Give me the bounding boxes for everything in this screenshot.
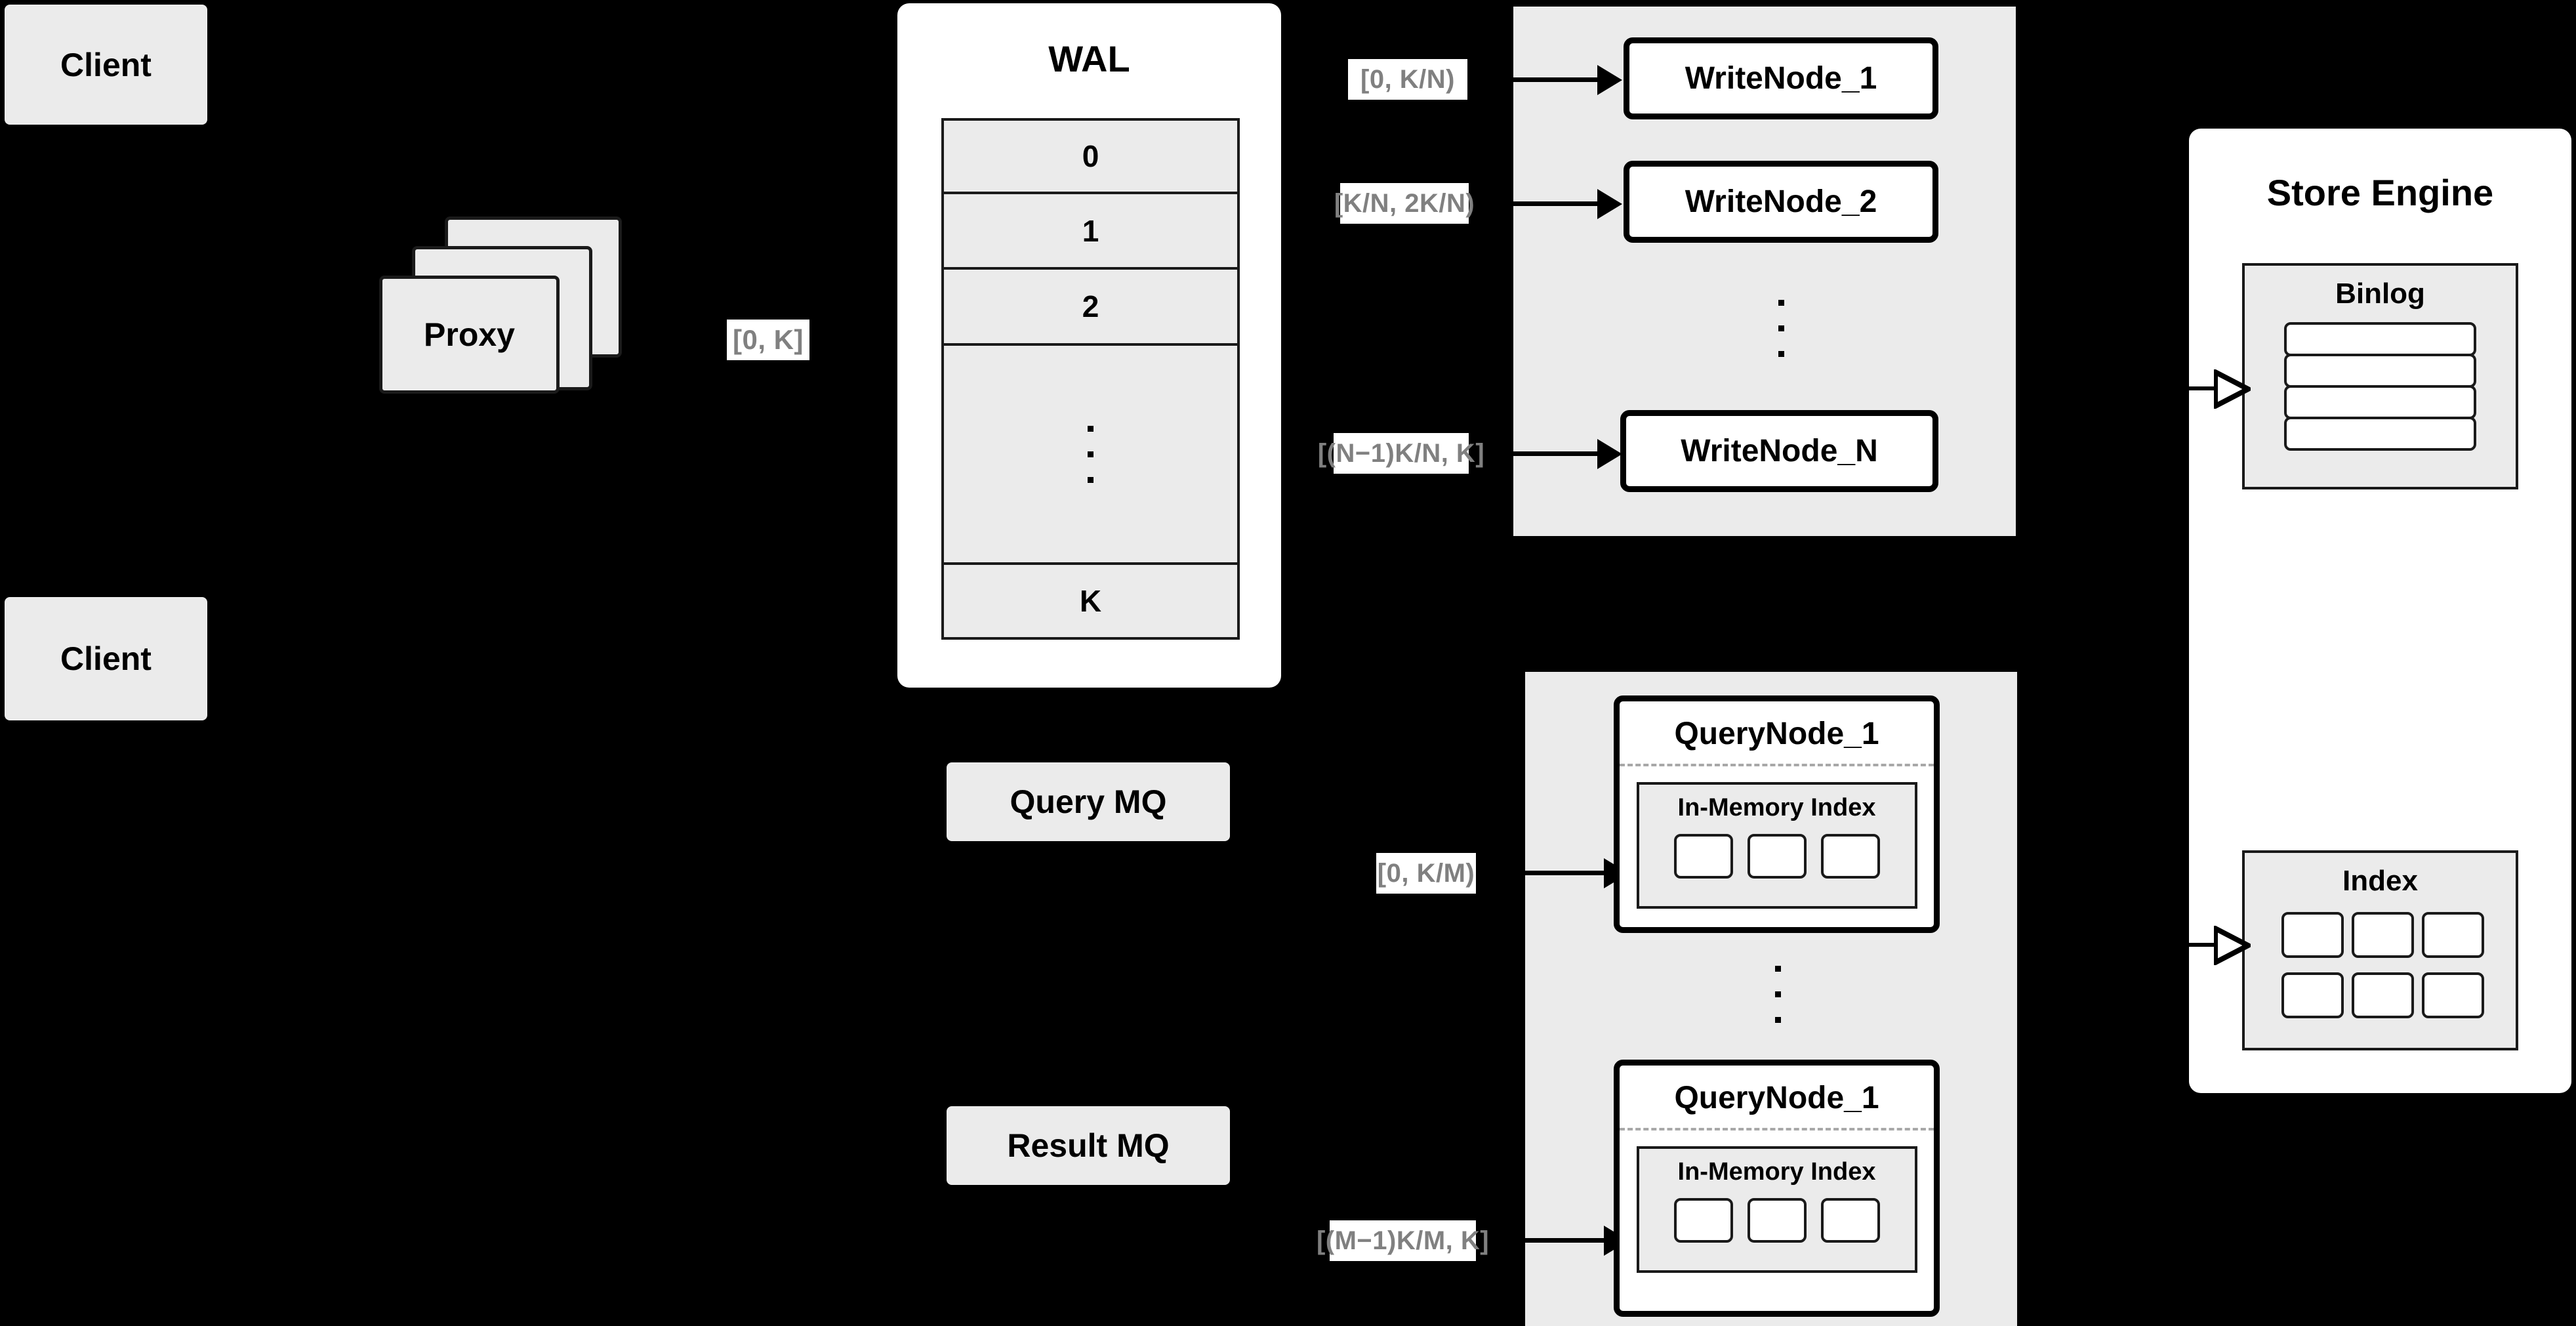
range-label-write-node-2: [K/N, 2K/N) bbox=[1334, 183, 1475, 224]
write-node-n-label: WriteNode_N bbox=[1681, 434, 1878, 468]
client-label-2: Client bbox=[60, 640, 152, 677]
query-mq-box[interactable]: Query MQ bbox=[947, 762, 1230, 841]
wal-table: 0 1 2 K bbox=[941, 118, 1240, 640]
arrow-line-to-query-node-m bbox=[1502, 1238, 1604, 1243]
query-node-m-in-memory-index: In-Memory Index bbox=[1636, 1146, 1917, 1273]
index-section: Index bbox=[2242, 850, 2518, 1050]
index-slot[interactable] bbox=[1747, 1198, 1807, 1243]
wal-title: WAL bbox=[1048, 38, 1130, 79]
binlog-slot[interactable] bbox=[2284, 354, 2476, 388]
range-label-write-node-n-text: [(N−1)K/N, K] bbox=[1317, 438, 1485, 468]
vertical-ellipsis-icon bbox=[1774, 965, 1781, 972]
query-cluster-ellipsis bbox=[1765, 942, 1791, 1046]
write-node-1[interactable]: WriteNode_1 bbox=[1624, 37, 1938, 119]
query-node-m-divider bbox=[1620, 1128, 1934, 1130]
wal-row-0-label: 0 bbox=[1082, 138, 1099, 173]
wal-row-ellipsis bbox=[944, 346, 1237, 566]
arrow-line-to-write-node-2 bbox=[1496, 201, 1597, 206]
wal-row-k-label: K bbox=[1079, 584, 1102, 619]
vertical-ellipsis-icon bbox=[1774, 1016, 1781, 1023]
client-label-1: Client bbox=[60, 46, 152, 83]
wal-row-0[interactable]: 0 bbox=[944, 121, 1237, 194]
range-label-proxy-to-wal-text: [0, K] bbox=[733, 324, 804, 355]
query-node-m[interactable]: QueryNode_1 In-Memory Index bbox=[1614, 1060, 1940, 1317]
index-title: Index bbox=[2342, 865, 2418, 897]
vertical-ellipsis-icon bbox=[1088, 476, 1094, 483]
index-slot[interactable] bbox=[1820, 834, 1880, 879]
arrow-right-solid-icon-wn2 bbox=[1597, 189, 1622, 219]
query-node-1-in-memory-index: In-Memory Index bbox=[1636, 782, 1917, 909]
query-mq-label: Query MQ bbox=[1010, 783, 1167, 820]
query-node-1-divider bbox=[1620, 764, 1934, 766]
query-node-m-title: QueryNode_1 bbox=[1674, 1081, 1879, 1115]
query-node-1-index-title: In-Memory Index bbox=[1677, 794, 1876, 821]
write-cluster-ellipsis bbox=[1768, 276, 1794, 381]
query-node-m-index-title: In-Memory Index bbox=[1677, 1158, 1876, 1186]
wal-row-1[interactable]: 1 bbox=[944, 194, 1237, 270]
proxy-box[interactable]: Proxy bbox=[379, 276, 560, 394]
wal-row-2-label: 2 bbox=[1082, 289, 1099, 324]
arrow-right-solid-icon-wn1 bbox=[1597, 65, 1622, 95]
proxy-stack[interactable]: Proxy bbox=[379, 217, 668, 426]
arrow-line-to-index bbox=[2189, 943, 2217, 947]
range-label-write-node-1-text: [0, K/N) bbox=[1360, 64, 1455, 94]
vertical-ellipsis-icon bbox=[1774, 991, 1781, 997]
index-slot[interactable] bbox=[2352, 972, 2414, 1018]
write-node-2[interactable]: WriteNode_2 bbox=[1624, 161, 1938, 243]
index-slot[interactable] bbox=[1747, 834, 1807, 879]
index-slot[interactable] bbox=[2281, 912, 2344, 958]
range-label-query-node-1: [0, K/M) bbox=[1376, 853, 1476, 894]
wal-panel: WAL 0 1 2 K bbox=[897, 3, 1281, 688]
arrow-line-to-binlog bbox=[2189, 386, 2217, 390]
binlog-slot[interactable] bbox=[2284, 417, 2476, 451]
result-mq-label: Result MQ bbox=[1007, 1127, 1170, 1164]
range-label-query-node-m-text: [(M−1)K/M, K] bbox=[1316, 1226, 1490, 1255]
range-label-query-node-1-text: [0, K/M) bbox=[1377, 858, 1475, 888]
store-engine-title: Store Engine bbox=[2266, 172, 2494, 213]
client-box-1[interactable]: Client bbox=[5, 5, 207, 125]
arrow-line-to-write-node-1 bbox=[1496, 77, 1597, 82]
arrow-line-to-query-node-1 bbox=[1502, 871, 1604, 875]
index-slot[interactable] bbox=[2422, 972, 2484, 1018]
vertical-ellipsis-icon bbox=[1778, 350, 1784, 357]
store-engine-panel: Store Engine Binlog Index bbox=[2189, 129, 2571, 1093]
vertical-ellipsis-icon bbox=[1778, 299, 1784, 306]
write-node-n[interactable]: WriteNode_N bbox=[1620, 410, 1938, 492]
arrow-line-to-write-node-n bbox=[1496, 451, 1597, 456]
arrow-right-solid-icon-wnn bbox=[1597, 439, 1622, 469]
vertical-ellipsis-icon bbox=[1088, 425, 1094, 432]
range-label-write-node-1: [0, K/N) bbox=[1348, 59, 1467, 100]
proxy-label: Proxy bbox=[424, 316, 515, 353]
range-label-query-node-m: [(M−1)K/M, K] bbox=[1317, 1220, 1489, 1261]
query-node-1[interactable]: QueryNode_1 In-Memory Index bbox=[1614, 695, 1940, 933]
binlog-section: Binlog bbox=[2242, 263, 2518, 489]
range-label-write-node-n: [(N−1)K/N, K] bbox=[1318, 433, 1484, 474]
index-slot[interactable] bbox=[1673, 834, 1733, 879]
binlog-title: Binlog bbox=[2335, 278, 2425, 310]
write-node-1-label: WriteNode_1 bbox=[1685, 61, 1877, 96]
index-slot[interactable] bbox=[2281, 972, 2344, 1018]
binlog-slot[interactable] bbox=[2284, 385, 2476, 419]
range-label-proxy-to-wal: [0, K] bbox=[727, 320, 809, 360]
arrow-right-open-icon-index bbox=[2214, 926, 2251, 965]
client-box-2[interactable]: Client bbox=[5, 597, 207, 720]
vertical-ellipsis-icon bbox=[1088, 451, 1094, 457]
query-node-1-title: QueryNode_1 bbox=[1674, 716, 1879, 751]
wal-row-2[interactable]: 2 bbox=[944, 270, 1237, 346]
index-slot[interactable] bbox=[1673, 1198, 1733, 1243]
result-mq-box[interactable]: Result MQ bbox=[947, 1106, 1230, 1185]
vertical-ellipsis-icon bbox=[1778, 325, 1784, 331]
arrow-right-open-icon-binlog bbox=[2214, 369, 2251, 409]
binlog-slot[interactable] bbox=[2284, 322, 2476, 356]
index-slot[interactable] bbox=[2352, 912, 2414, 958]
write-node-2-label: WriteNode_2 bbox=[1685, 184, 1877, 219]
range-label-write-node-2-text: [K/N, 2K/N) bbox=[1334, 188, 1475, 218]
index-slot[interactable] bbox=[1820, 1198, 1880, 1243]
index-slot[interactable] bbox=[2422, 912, 2484, 958]
wal-row-1-label: 1 bbox=[1082, 213, 1099, 248]
wal-row-k[interactable]: K bbox=[944, 565, 1237, 638]
